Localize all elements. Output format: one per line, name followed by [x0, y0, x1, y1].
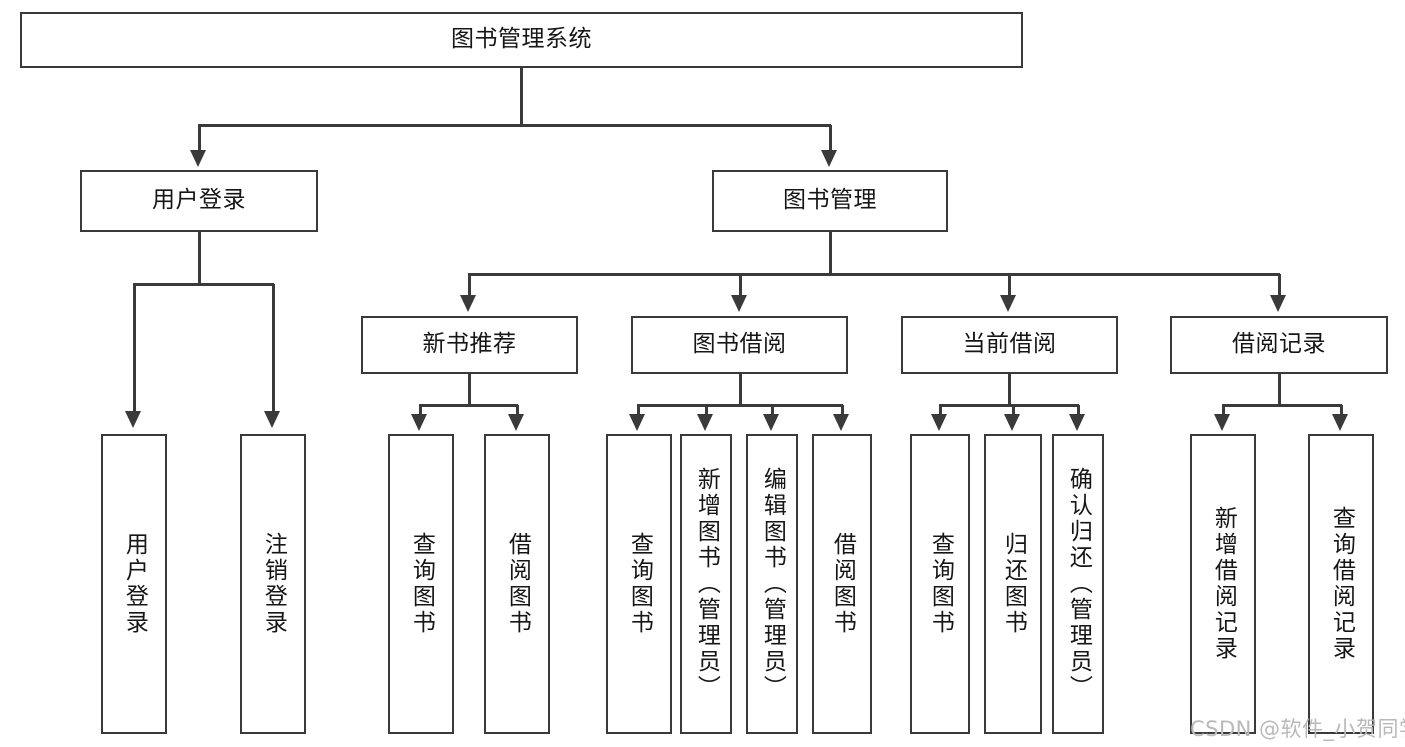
connector-current-to-l2: [1012, 405, 1015, 415]
connector-newbook-to-l2: [516, 405, 519, 415]
arrow-leaf-u1-icon: [125, 411, 141, 428]
arrow-cb2-icon: [1004, 414, 1020, 431]
arrow-bookmgr-icon: [821, 150, 837, 167]
node-leaf_borrow_book_1[interactable]: 借阅图书: [484, 434, 550, 734]
connector-bookmgr-to-c3: [1008, 274, 1011, 296]
connector-record-to-l1: [1222, 405, 1225, 415]
node-book_manage[interactable]: 图书管理: [712, 170, 948, 232]
arrow-rc1-icon: [1214, 414, 1230, 431]
node-leaf_confirm_return-label: 确认归还（管理员）: [1065, 467, 1092, 701]
node-leaf_query_book_2[interactable]: 查询图书: [606, 434, 672, 734]
connector-borrow-to-l4: [841, 405, 844, 415]
connector-newbook-to-l1: [419, 405, 422, 415]
node-leaf_add_book-label: 新增图书（管理员）: [693, 467, 720, 701]
node-leaf_query_record[interactable]: 查询借阅记录: [1308, 434, 1374, 734]
node-leaf_add_book[interactable]: 新增图书（管理员）: [680, 434, 732, 734]
node-leaf_return_book-label: 归还图书: [1000, 532, 1027, 636]
arrow-bb2-icon: [697, 414, 713, 431]
node-leaf_query_book_3[interactable]: 查询图书: [910, 434, 970, 734]
arrow-c2-icon: [731, 295, 747, 312]
watermark-text: CSDN @软件_小贺同学: [1190, 717, 1405, 741]
node-leaf_query_book_3-label: 查询图书: [927, 532, 954, 636]
connector-root-stem: [520, 68, 523, 125]
node-current_borrow[interactable]: 当前借阅: [901, 316, 1118, 374]
arrow-cb3-icon: [1069, 414, 1085, 431]
node-new_book_rec[interactable]: 新书推荐: [361, 316, 578, 374]
node-leaf_user_logout[interactable]: 注销登录: [240, 434, 306, 734]
arrow-c4-icon: [1270, 295, 1286, 312]
arrow-leaf-u2-icon: [264, 411, 280, 428]
arrow-rc2-icon: [1332, 414, 1348, 431]
connector-current-stem: [1008, 374, 1011, 405]
connector-root-bus: [198, 124, 831, 127]
node-leaf_borrow_book_1-label: 借阅图书: [504, 532, 531, 636]
connector-bookmgr-to-c4: [1278, 274, 1281, 296]
node-leaf_return_book[interactable]: 归还图书: [984, 434, 1042, 734]
node-user_login-label: 用户登录: [152, 187, 246, 214]
arrow-cb1-icon: [931, 414, 947, 431]
node-leaf_user_login[interactable]: 用户登录: [101, 434, 167, 734]
connector-login-bus: [133, 283, 274, 286]
node-leaf_query_book_1-label: 查询图书: [408, 532, 435, 636]
connector-record-to-l2: [1340, 405, 1343, 415]
connector-borrow-to-l1: [637, 405, 640, 415]
connector-bookmgr-to-c1: [468, 274, 471, 296]
arrow-nb2-icon: [508, 414, 524, 431]
node-leaf_borrow_book_2-label: 借阅图书: [829, 532, 856, 636]
node-root-图书管理系统[interactable]: 图书管理系统: [20, 12, 1023, 68]
node-leaf_add_record-label: 新增借阅记录: [1210, 506, 1237, 662]
arrow-login-icon: [190, 150, 206, 167]
connector-root-to-bookmgr: [829, 125, 832, 151]
connector-record-stem: [1278, 374, 1281, 405]
node-leaf_query_record-label: 查询借阅记录: [1328, 506, 1355, 662]
node-leaf_borrow_book_2[interactable]: 借阅图书: [812, 434, 872, 734]
node-book_borrow-label: 图书借阅: [692, 331, 787, 358]
connector-current-to-l3: [1077, 405, 1080, 415]
connector-root-to-login: [198, 125, 201, 151]
arrow-c3-icon: [1000, 295, 1016, 312]
node-leaf_edit_book[interactable]: 编辑图书（管理员）: [746, 434, 798, 734]
node-leaf_query_book_2-label: 查询图书: [626, 532, 653, 636]
connector-bookmgr-to-c2: [739, 274, 742, 296]
node-leaf_query_book_1[interactable]: 查询图书: [388, 434, 454, 734]
node-leaf_confirm_return[interactable]: 确认归还（管理员）: [1052, 434, 1104, 734]
node-new_book_rec-label: 新书推荐: [422, 331, 517, 358]
arrow-bb3-icon: [763, 414, 779, 431]
connector-borrow-stem: [739, 374, 742, 405]
connector-borrow-to-l3: [771, 405, 774, 415]
connector-bookmgr-bus: [468, 273, 1280, 276]
node-root-图书管理系统-label: 图书管理系统: [451, 26, 592, 53]
arrow-bb1-icon: [629, 414, 645, 431]
connector-current-bus: [939, 404, 1079, 407]
node-book_borrow[interactable]: 图书借阅: [631, 316, 848, 374]
connector-bookmgr-stem: [829, 232, 832, 274]
node-leaf_user_login-label: 用户登录: [121, 532, 148, 636]
connector-borrow-to-l2: [705, 405, 708, 415]
node-user_login[interactable]: 用户登录: [80, 170, 318, 232]
node-leaf_add_record[interactable]: 新增借阅记录: [1190, 434, 1256, 734]
arrow-c1-icon: [460, 295, 476, 312]
connector-newbook-stem: [468, 374, 471, 405]
node-leaf_user_logout-label: 注销登录: [260, 532, 287, 636]
node-borrow_record-label: 借阅记录: [1232, 331, 1326, 358]
connector-current-to-l1: [939, 405, 942, 415]
arrow-nb1-icon: [411, 414, 427, 431]
connector-login-to-leaf2: [272, 284, 275, 411]
node-leaf_edit_book-label: 编辑图书（管理员）: [759, 467, 786, 701]
arrow-bb4-icon: [833, 414, 849, 431]
connector-record-bus: [1222, 404, 1342, 407]
node-current_borrow-label: 当前借阅: [962, 331, 1057, 358]
node-borrow_record[interactable]: 借阅记录: [1170, 316, 1388, 374]
connector-login-stem: [198, 232, 201, 284]
node-book_manage-label: 图书管理: [783, 187, 877, 214]
connector-borrow-bus: [637, 404, 843, 407]
connector-login-to-leaf1: [133, 284, 136, 411]
connector-newbook-bus: [419, 404, 518, 407]
